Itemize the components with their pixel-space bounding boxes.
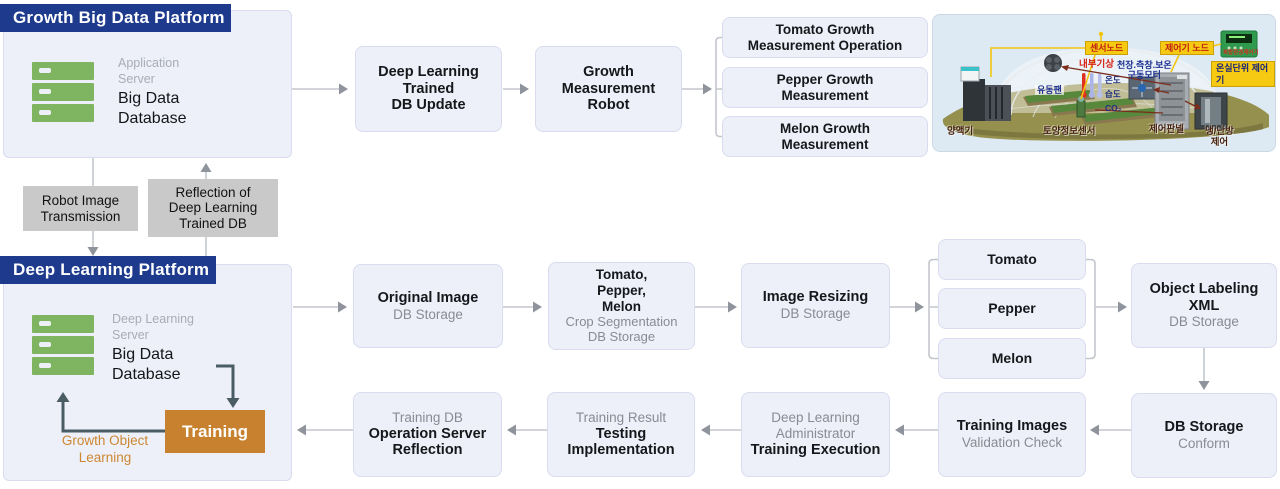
testing-implementation-label: Testing Implementation	[567, 425, 675, 459]
crop-segmentation-box: Tomato, Pepper, Melon Crop Segmentation …	[548, 262, 695, 350]
pepper-label: Pepper	[988, 300, 1036, 317]
training-execution-label: Training Execution	[750, 441, 881, 458]
unit-controller-label: 온실단위 제어기	[1211, 61, 1275, 87]
env-readings-label: 온도 습도 CO₂	[1105, 75, 1122, 114]
hvac-label: 냉/난방 제어	[1205, 126, 1234, 148]
training-box: Training	[165, 410, 265, 453]
object-labeling-label: Object Labeling XML	[1149, 280, 1259, 314]
db-update-box: Deep Learning Trained DB Update	[355, 46, 502, 132]
pepper-measurement-box: Pepper Growth Measurement	[722, 67, 928, 108]
validation-check-label: Training Images	[956, 418, 1068, 435]
object-labeling-sub: DB Storage	[1169, 314, 1239, 330]
growth-platform-title: Growth Big Data Platform	[13, 8, 225, 27]
sensor-node-label: 센서노드	[1085, 41, 1129, 55]
db-storage-conform-box: DB Storage Conform	[1131, 393, 1277, 478]
internal-weather-label: 내부기상	[1079, 59, 1114, 70]
top-server-labels: Application Server Big Data Database	[118, 56, 187, 128]
crop-segmentation-label: Tomato, Pepper, Melon	[595, 267, 648, 314]
db-update-label: Deep Learning Trained DB Update	[378, 63, 479, 114]
original-image-sub: DB Storage	[393, 306, 463, 322]
db-storage-conform-sub: Conform	[1178, 436, 1230, 452]
server-icon	[32, 62, 94, 122]
robot-image-transmission-label: Robot Image Transmission	[23, 186, 138, 231]
melon-measurement-label: Melon Growth Measurement	[780, 120, 870, 152]
tomato-measurement-label: Tomato Growth Measurement Operation	[747, 21, 903, 53]
operation-server-reflection-box: Training DB Operation Server Reflection	[353, 392, 502, 477]
reflection-trained-db-label: Reflection of Deep Learning Trained DB	[148, 179, 278, 237]
growth-platform-header: Growth Big Data Platform	[0, 4, 231, 32]
crop-segmentation-sub: Crop Segmentation DB Storage	[565, 314, 678, 345]
operation-server-reflection-label: Operation Server Reflection	[368, 425, 487, 459]
nutrient-machine-label: 양액기	[947, 126, 974, 137]
validation-check-sub: Validation Check	[961, 435, 1063, 451]
training-label: Training	[181, 421, 249, 441]
deep-learning-platform-title: Deep Learning Platform	[13, 260, 210, 279]
testing-implementation-box: Training Result Testing Implementation	[547, 392, 695, 477]
greenhouse-photo: 센서노드 제어기 노드 온실단위 제어기 복합환경제어기 내부기상 천장.측창.…	[932, 14, 1276, 152]
flow-fan-label: 유동팬	[1035, 85, 1064, 96]
object-labeling-box: Object Labeling XML DB Storage	[1131, 263, 1277, 348]
original-image-label: Original Image	[377, 289, 479, 306]
melon-label: Melon	[991, 350, 1033, 367]
growth-object-learning-label: Growth Object Learning	[61, 433, 149, 465]
controller-node-label: 제어기 노드	[1160, 41, 1214, 55]
control-panel-label: 제어판넬	[1149, 124, 1184, 135]
melon-box: Melon	[938, 338, 1086, 379]
training-execution-pre: Deep Learning Administrator	[771, 410, 860, 442]
top-server-role: Application Server	[118, 56, 180, 86]
controller-device-caption: 복합환경제어기	[1223, 50, 1259, 56]
bottom-server-labels: Deep Learning Server Big Data Database	[112, 312, 194, 384]
melon-measurement-box: Melon Growth Measurement	[722, 116, 928, 157]
pepper-measurement-label: Pepper Growth Measurement	[776, 71, 874, 103]
image-resizing-box: Image Resizing DB Storage	[741, 263, 890, 348]
bottom-server-name: Big Data Database	[112, 346, 181, 383]
tomato-label: Tomato	[987, 251, 1037, 268]
tomato-box: Tomato	[938, 239, 1086, 280]
drive-motor-label: 천장.측창.보온 구동모터	[1117, 60, 1172, 81]
pepper-box: Pepper	[938, 288, 1086, 329]
image-resizing-label: Image Resizing	[762, 289, 869, 306]
measurement-robot-box: Growth Measurement Robot	[535, 46, 682, 132]
measurement-robot-label: Growth Measurement Robot	[561, 63, 656, 114]
server-icon	[32, 315, 94, 375]
original-image-box: Original Image DB Storage	[353, 264, 503, 348]
tomato-measurement-box: Tomato Growth Measurement Operation	[722, 17, 928, 58]
image-resizing-sub: DB Storage	[780, 306, 851, 322]
training-execution-box: Deep Learning Administrator Training Exe…	[741, 392, 890, 477]
deep-learning-platform-header: Deep Learning Platform	[0, 256, 216, 284]
operation-server-reflection-pre: Training DB	[392, 409, 463, 425]
greenhouse-illustration	[942, 30, 1269, 141]
testing-implementation-pre: Training Result	[575, 409, 667, 425]
soil-sensor-label: 토양정보센서	[1043, 126, 1096, 137]
validation-check-box: Training Images Validation Check	[938, 392, 1086, 477]
db-storage-conform-label: DB Storage	[1164, 419, 1244, 436]
bottom-server-role: Deep Learning Server	[112, 312, 195, 342]
top-server-name: Big Data Database	[118, 90, 187, 127]
